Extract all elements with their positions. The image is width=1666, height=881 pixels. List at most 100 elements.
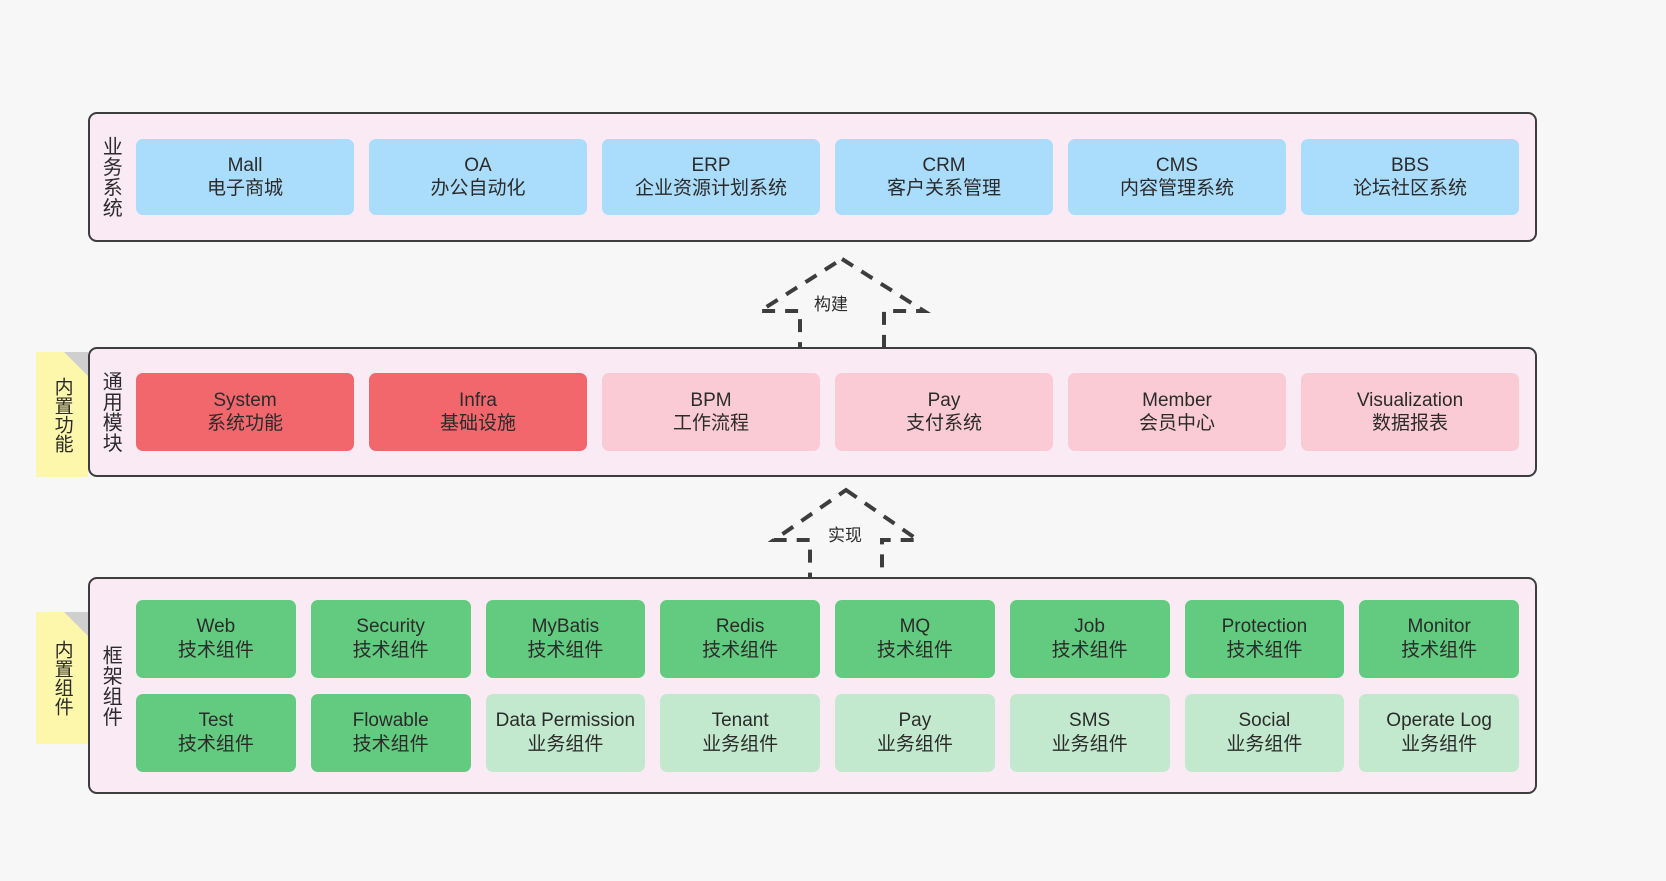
- tile-row: Mall 电子商城 OA 办公自动化 ERP 企业资源计划系统 CRM 客户关系…: [136, 139, 1519, 215]
- tile-subtitle: 技术组件: [1226, 639, 1303, 661]
- tile-pay[interactable]: Pay 支付系统: [835, 373, 1053, 451]
- layer-body-common-module: System 系统功能 Infra 基础设施 BPM 工作流程 Pay 支付系统…: [130, 349, 1535, 475]
- tile-test[interactable]: Test 技术组件: [136, 693, 296, 772]
- tile-subtitle: 技术组件: [177, 733, 254, 755]
- tile-subtitle: 数据报表: [1371, 413, 1448, 434]
- tile-subtitle: 支付系统: [905, 413, 982, 434]
- tile-subtitle: 技术组件: [352, 639, 429, 661]
- tile-title: Job: [1074, 616, 1105, 638]
- tile-title: Flowable: [352, 710, 429, 732]
- tile-title: Infra: [458, 389, 498, 411]
- tile-title: BPM: [690, 389, 732, 411]
- layer-title-framework-component: 框架组件: [99, 644, 122, 727]
- tile-operate-log[interactable]: Operate Log 业务组件: [1359, 693, 1519, 772]
- tile-row: Test 技术组件 Flowable 技术组件 Data Permission …: [136, 693, 1519, 772]
- layer-framework-component: 框架组件 Web 技术组件 Security 技术组件 MyBatis 技术组件…: [88, 577, 1537, 794]
- tile-subtitle: 业务组件: [1401, 733, 1478, 755]
- tile-subtitle: 业务组件: [702, 733, 779, 755]
- tile-member[interactable]: Member 会员中心: [1068, 373, 1286, 451]
- tile-subtitle: 技术组件: [352, 733, 429, 755]
- tile-title: Social: [1238, 710, 1291, 732]
- tile-pay-business[interactable]: Pay 业务组件: [835, 693, 995, 772]
- layer-title-common-module: 通用模块: [99, 371, 122, 453]
- sticky-fold-icon: [64, 352, 88, 376]
- connector-implement-arrow-icon: [766, 484, 926, 589]
- tile-security[interactable]: Security 技术组件: [310, 599, 471, 678]
- tile-crm[interactable]: CRM 客户关系管理: [835, 139, 1053, 215]
- tile-title: ERP: [691, 154, 731, 176]
- tile-data-permission[interactable]: Data Permission 业务组件: [485, 693, 646, 772]
- tile-title: Protection: [1221, 616, 1308, 638]
- tile-subtitle: 会员中心: [1138, 413, 1215, 434]
- tile-subtitle: 系统功能: [206, 413, 283, 434]
- tile-web[interactable]: Web 技术组件: [136, 599, 296, 678]
- tile-title: BBS: [1390, 154, 1430, 176]
- tile-bbs[interactable]: BBS 论坛社区系统: [1301, 139, 1519, 215]
- tile-subtitle: 工作流程: [672, 413, 749, 434]
- tile-subtitle: 企业资源计划系统: [634, 178, 787, 199]
- tile-erp[interactable]: ERP 企业资源计划系统: [602, 139, 820, 215]
- tile-title: Web: [196, 616, 236, 638]
- tile-title: MQ: [899, 616, 931, 638]
- sticky-fold-icon: [64, 612, 88, 636]
- tile-infra[interactable]: Infra 基础设施: [369, 373, 587, 451]
- tile-title: Pay: [927, 389, 961, 411]
- sticky-note-label: 内置组件: [51, 640, 73, 716]
- tile-title: Operate Log: [1386, 710, 1492, 732]
- tile-title: CMS: [1155, 154, 1199, 176]
- tile-mq[interactable]: MQ 技术组件: [835, 599, 995, 678]
- tile-subtitle: 技术组件: [876, 639, 953, 661]
- tile-subtitle: 客户关系管理: [886, 178, 1001, 199]
- tile-subtitle: 办公自动化: [430, 178, 526, 199]
- tile-title: Visualization: [1356, 389, 1464, 411]
- tile-mybatis[interactable]: MyBatis 技术组件: [485, 599, 646, 678]
- tile-job[interactable]: Job 技术组件: [1009, 599, 1170, 678]
- sticky-note-label: 内置功能: [51, 376, 73, 453]
- tile-title: Mall: [227, 154, 263, 176]
- tile-subtitle: 论坛社区系统: [1352, 178, 1467, 199]
- tile-title: Security: [356, 616, 425, 638]
- tile-title: Test: [198, 710, 234, 732]
- tile-mall[interactable]: Mall 电子商城: [136, 139, 354, 215]
- tile-title: Pay: [898, 710, 932, 732]
- tile-system[interactable]: System 系统功能: [136, 373, 354, 451]
- tile-title: Monitor: [1407, 616, 1471, 638]
- tile-row: Web 技术组件 Security 技术组件 MyBatis 技术组件 Redi…: [136, 599, 1519, 678]
- tile-subtitle: 技术组件: [177, 639, 254, 661]
- tile-title: System: [213, 389, 277, 411]
- tile-subtitle: 业务组件: [1051, 733, 1128, 755]
- tile-visualization[interactable]: Visualization 数据报表: [1301, 373, 1519, 451]
- tile-row: System 系统功能 Infra 基础设施 BPM 工作流程 Pay 支付系统…: [136, 373, 1519, 451]
- tile-subtitle: 业务组件: [1226, 733, 1303, 755]
- sticky-note-builtin-component: 内置组件: [36, 612, 88, 744]
- tile-title: CRM: [922, 154, 966, 176]
- layer-body-business-system: Mall 电子商城 OA 办公自动化 ERP 企业资源计划系统 CRM 客户关系…: [130, 114, 1535, 240]
- tile-title: Member: [1142, 389, 1212, 411]
- tile-tenant[interactable]: Tenant 业务组件: [660, 693, 820, 772]
- sticky-note-builtin-function: 内置功能: [36, 352, 88, 477]
- tile-subtitle: 技术组件: [702, 639, 779, 661]
- tile-title: Data Permission: [495, 710, 636, 732]
- tile-oa[interactable]: OA 办公自动化: [369, 139, 587, 215]
- tile-sms[interactable]: SMS 业务组件: [1009, 693, 1170, 772]
- tile-title: MyBatis: [531, 616, 600, 638]
- tile-subtitle: 技术组件: [527, 639, 604, 661]
- layer-common-module: 通用模块 System 系统功能 Infra 基础设施 BPM 工作流程 Pay…: [88, 347, 1537, 477]
- tile-subtitle: 业务组件: [876, 733, 953, 755]
- layer-title-business-system: 业务系统: [99, 136, 122, 218]
- tile-cms[interactable]: CMS 内容管理系统: [1068, 139, 1286, 215]
- tile-subtitle: 内容管理系统: [1119, 178, 1234, 199]
- tile-subtitle: 基础设施: [439, 413, 516, 434]
- tile-monitor[interactable]: Monitor 技术组件: [1359, 599, 1519, 678]
- tile-protection[interactable]: Protection 技术组件: [1184, 599, 1345, 678]
- tile-flowable[interactable]: Flowable 技术组件: [310, 693, 471, 772]
- layer-business-system: 业务系统 Mall 电子商城 OA 办公自动化 ERP 企业资源计划系统 CRM…: [88, 112, 1537, 242]
- tile-social[interactable]: Social 业务组件: [1184, 693, 1345, 772]
- layer-body-framework-component: Web 技术组件 Security 技术组件 MyBatis 技术组件 Redi…: [130, 579, 1535, 792]
- connector-build-label: 构建: [812, 290, 850, 315]
- tile-bpm[interactable]: BPM 工作流程: [602, 373, 820, 451]
- tile-redis[interactable]: Redis 技术组件: [660, 599, 820, 678]
- tile-subtitle: 电子商城: [206, 178, 283, 199]
- tile-title: SMS: [1069, 710, 1111, 732]
